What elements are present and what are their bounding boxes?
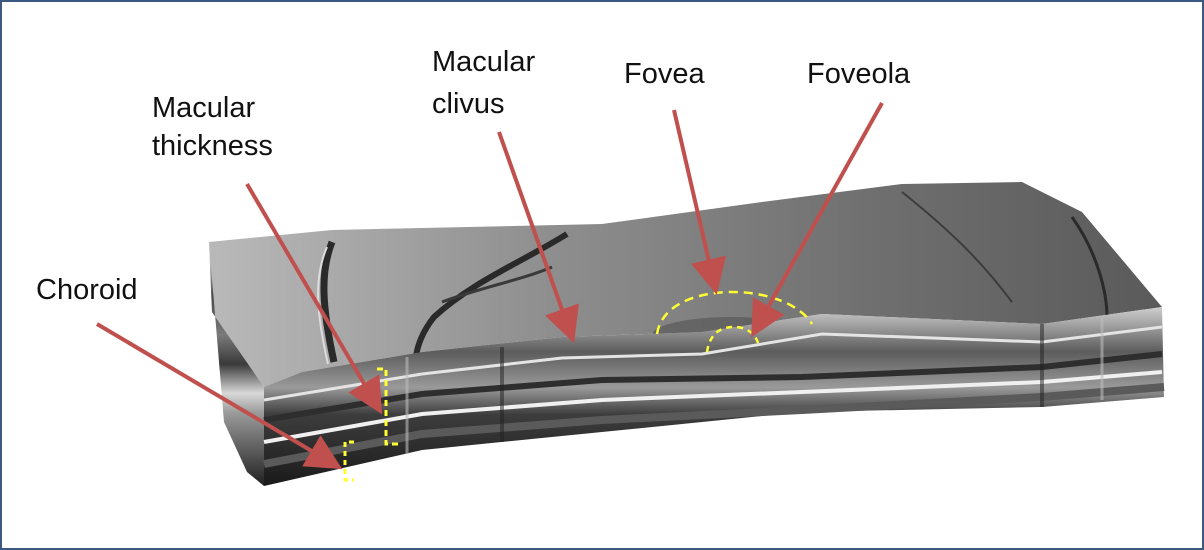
fovea-label: Fovea <box>624 56 705 92</box>
macular-thickness-label-line2: thickness <box>152 128 273 164</box>
macular-thickness-label-line1: Macular <box>152 90 255 126</box>
foveola-label: Foveola <box>807 56 910 92</box>
choroid-label: Choroid <box>36 272 138 308</box>
macular-clivus-label-line1: Macular <box>432 44 535 80</box>
macular-clivus-label-line2: clivus <box>432 86 505 122</box>
